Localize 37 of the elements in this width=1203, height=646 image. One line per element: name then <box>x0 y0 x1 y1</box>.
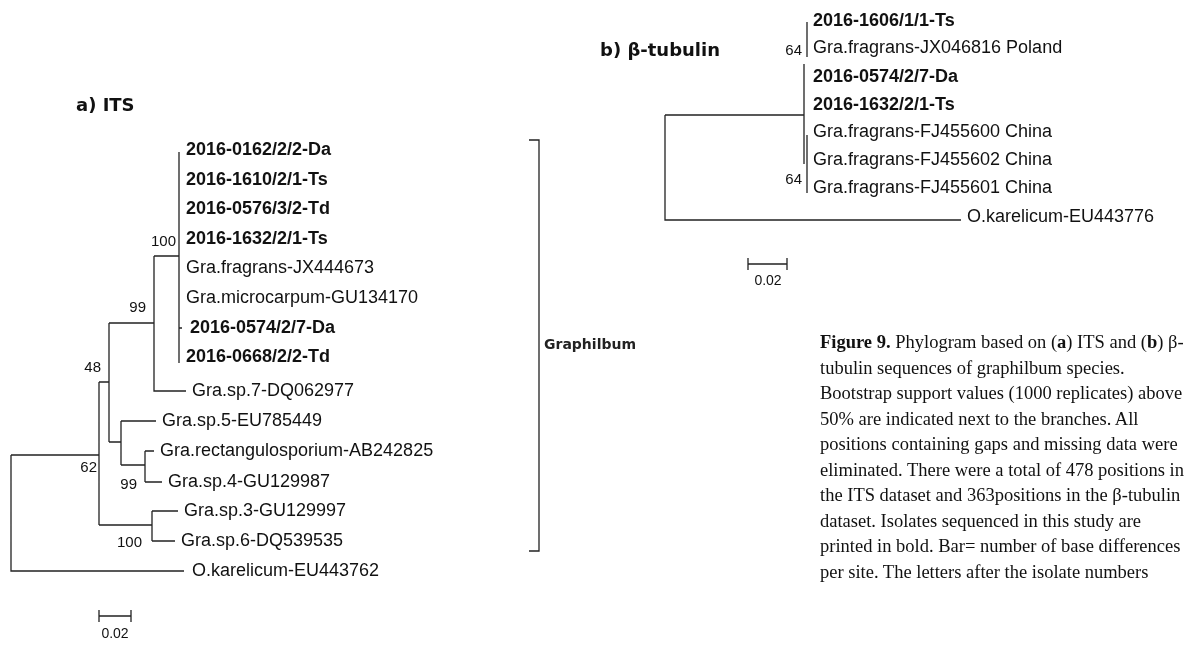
taxon-label: 2016-0574/2/7-Da <box>190 318 336 338</box>
bootstrap-value: 100 <box>116 533 142 551</box>
taxon-label: 2016-1632/2/1-Ts <box>813 95 955 115</box>
taxon-label: 2016-1632/2/1-Ts <box>186 229 328 249</box>
clade-label: Graphilbum <box>544 337 636 353</box>
taxon-label: O.karelicum-EU443776 <box>967 207 1155 227</box>
bootstrap-value: 64 <box>785 170 802 188</box>
panel-title: a) ITS <box>76 95 135 115</box>
bootstrap-value: 48 <box>84 358 101 376</box>
taxon-label: Gra.fragrans-JX046816 Poland <box>813 38 1063 58</box>
taxon-label: 2016-1606/1/1-Ts <box>813 11 955 31</box>
panel-title: b) β-tubulin <box>600 40 720 60</box>
taxon-label: 2016-0576/3/2-Td <box>186 199 331 219</box>
bootstrap-value: 100 <box>150 232 176 250</box>
bootstrap-value: 99 <box>120 475 137 493</box>
taxon-label: Gra.sp.6-DQ539535 <box>181 531 344 551</box>
taxon-label: 2016-0668/2/2-Td <box>186 347 331 367</box>
taxon-label: Gra.rectangulosporium-AB242825 <box>160 441 434 461</box>
taxon-label: Gra.fragrans-JX444673 <box>186 258 375 278</box>
bootstrap-value: 64 <box>785 41 802 59</box>
figure-caption: Figure 9. Phylogram based on (a) ITS and (b) β-tubulin sequences of graphilbum species. Bootstrap support values (1000 replicates) above 50% are indicated next to the branches. All positions containing gaps and missing data were eliminated. There were a total of 478 positions in the ITS dataset and 363positions in the β-tubulin dataset. Isolates sequenced in this study are printed in bold. Bar= number of base differences per site. The letters after the isolate numbers <box>820 331 1185 584</box>
taxon-label: Gra.sp.3-GU129997 <box>184 501 347 521</box>
bootstrap-value: 99 <box>129 298 146 316</box>
scale-value: 0.02 <box>754 273 782 289</box>
taxon-label: Gra.microcarpum-GU134170 <box>186 288 419 308</box>
taxon-label: Gra.fragrans-FJ455600 China <box>813 122 1053 142</box>
taxon-label: O.karelicum-EU443762 <box>192 561 380 581</box>
taxon-label: 2016-0162/2/2-Da <box>186 140 332 160</box>
taxon-label: Gra.fragrans-FJ455602 China <box>813 150 1053 170</box>
taxon-label: 2016-0574/2/7-Da <box>813 67 959 87</box>
taxon-label: 2016-1610/2/1-Ts <box>186 170 328 190</box>
taxon-label: Gra.sp.4-GU129987 <box>168 472 331 492</box>
bootstrap-value: 62 <box>80 458 97 476</box>
taxon-label: Gra.sp.5-EU785449 <box>162 411 323 431</box>
taxon-label: Gra.fragrans-FJ455601 China <box>813 178 1053 198</box>
scale-value: 0.02 <box>101 626 129 642</box>
taxon-label: Gra.sp.7-DQ062977 <box>192 381 355 401</box>
